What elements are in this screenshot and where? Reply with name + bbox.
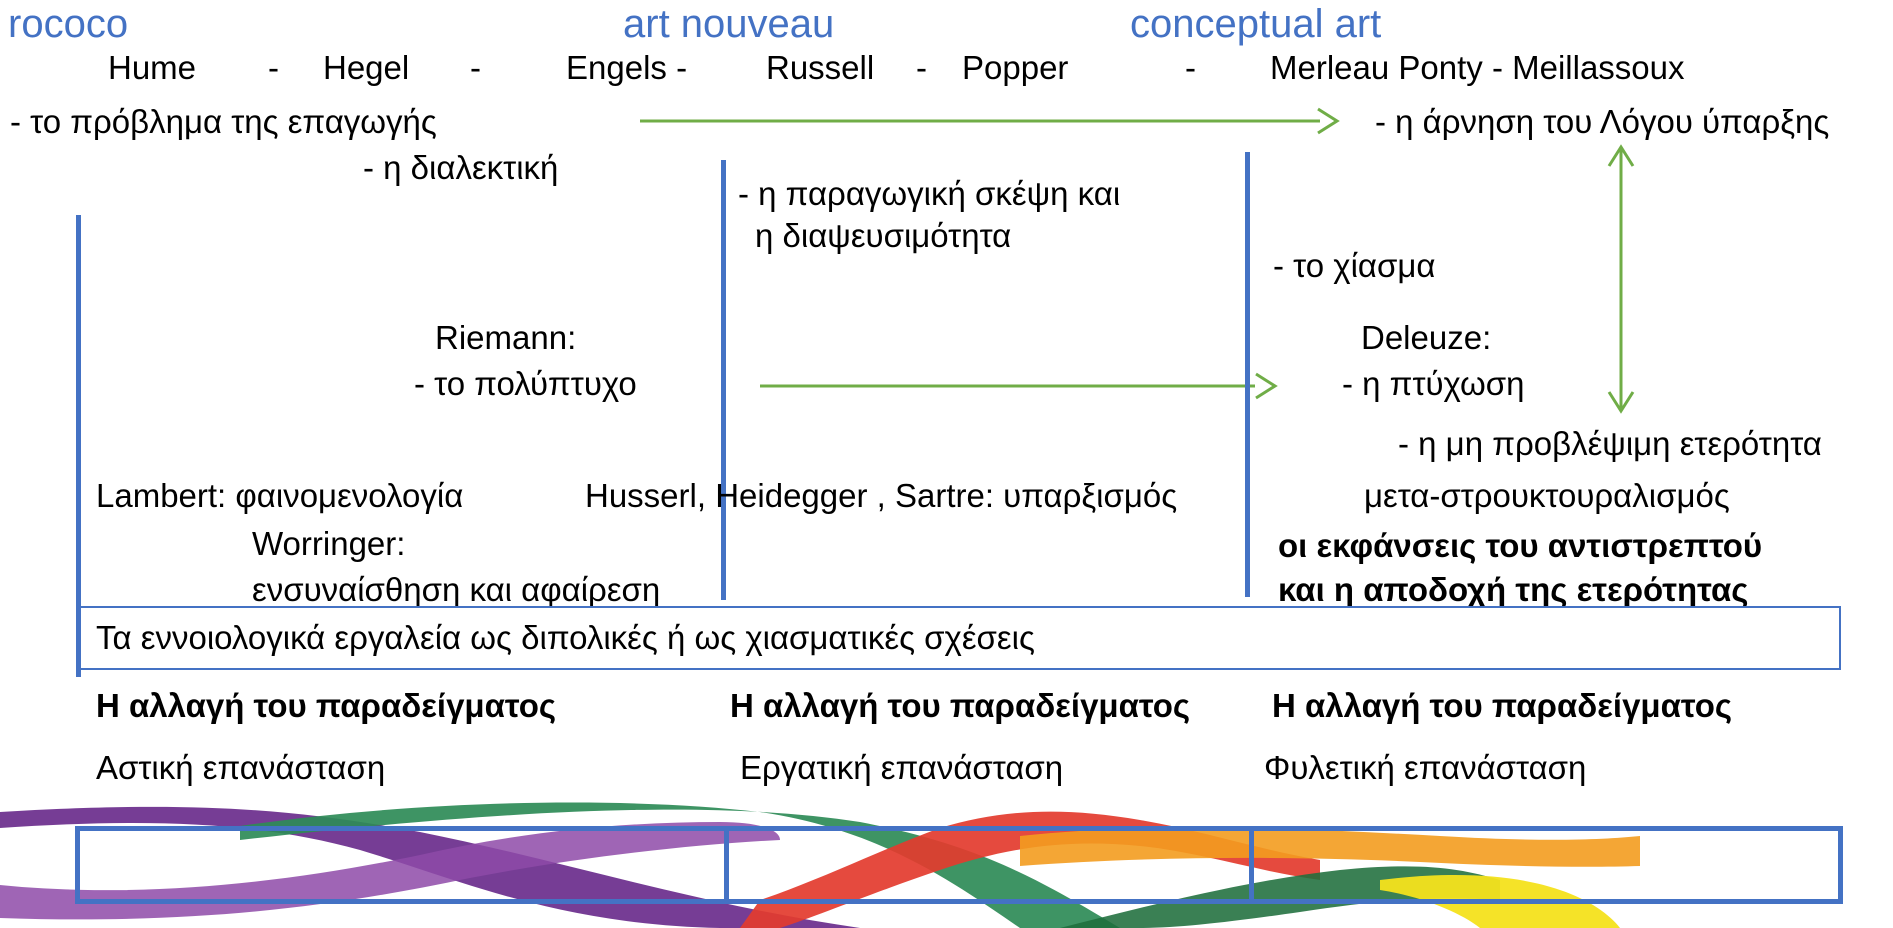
paradigm-shift-3: Η αλλαγή του παραδείγματος — [1272, 687, 1733, 724]
concept-fold: - η πτύχωση — [1342, 365, 1525, 402]
period-art-nouveau: art nouveau — [623, 2, 835, 46]
concept-deductive-line2: η διαψευσιμότητα — [755, 217, 1012, 254]
philosopher-engels: Engels - — [566, 49, 688, 86]
philosopher-hume: Hume — [108, 49, 197, 86]
revolution-workers: Εργατική επανάσταση — [740, 749, 1064, 786]
concept-deductive-line1: - η παραγωγική σκέψη και — [738, 175, 1121, 212]
band-section-3 — [1249, 826, 1843, 904]
paradigm-shift-1: Η αλλαγή του παραδείγματος — [96, 687, 557, 724]
tools-caption: Τα εννοιολογικά εργαλεία ως διπολικές ή … — [96, 619, 1035, 656]
concept-dialectic: - η διαλεκτική — [363, 149, 559, 186]
concept-post-structuralism: μετα-στρουκτουραλισμός — [1364, 477, 1730, 514]
concept-otherness: - η μη προβλέψιμη ετερότητα — [1398, 425, 1822, 462]
arrowhead-up — [1607, 144, 1635, 167]
band-section-1 — [75, 826, 729, 904]
concept-induction: - το πρόβλημα της επαγωγής — [10, 103, 437, 140]
concept-deleuze: Deleuze: — [1361, 319, 1492, 356]
period-rococo: rococo — [8, 2, 129, 46]
ribbon-green — [240, 802, 1120, 928]
revolution-bourgeois: Αστική επανάσταση — [96, 749, 386, 786]
tools-caption-box — [78, 606, 1841, 670]
philosopher-popper: Popper — [962, 49, 1069, 86]
philosopher-hegel: Hegel — [323, 49, 410, 86]
period-conceptual-art: conceptual art — [1130, 2, 1382, 46]
divider-middle — [721, 160, 726, 600]
philosopher-separator: - — [1185, 49, 1196, 86]
concept-reason-denial: - η άρνηση του Λόγου ύπαρξης — [1375, 103, 1830, 140]
divider-right — [1245, 152, 1250, 597]
philosopher-merleau-ponty-meillassoux: Merleau Ponty - Meillassoux — [1270, 49, 1685, 86]
concept-reversibility-line1: οι εκφάνσεις του αντιστρεπτού — [1278, 527, 1763, 564]
philosopher-separator: - — [470, 49, 481, 86]
revolution-gender: Φυλετική επανάσταση — [1264, 749, 1587, 786]
concept-reversibility-line2: και η αποδοχή της ετερότητας — [1278, 571, 1749, 608]
paradigm-shift-2: Η αλλαγή του παραδείγματος — [730, 687, 1191, 724]
concept-manifold: - το πολύπτυχο — [414, 365, 637, 402]
ribbon-violet — [0, 822, 780, 920]
band-section-2 — [724, 826, 1254, 904]
arrowhead-manifold — [1255, 372, 1278, 400]
ribbon-orange — [1020, 827, 1640, 867]
concept-worringer-concept: ενσυναίσθηση και αφαίρεση — [252, 571, 661, 608]
arrowhead-down — [1607, 391, 1635, 414]
concept-lambert: Lambert: φαινομενολογία — [96, 477, 464, 514]
philosopher-separator: - — [268, 49, 279, 86]
arrowhead-induction — [1317, 107, 1340, 135]
concept-existentialism: Husserl, Heidegger , Sartre: υπαρξισμός — [585, 477, 1178, 514]
divider-left — [76, 215, 81, 677]
philosopher-separator: - — [916, 49, 927, 86]
concept-riemann: Riemann: — [435, 319, 577, 356]
philosopher-russell: Russell — [766, 49, 875, 86]
concept-chiasm: - το χίασμα — [1273, 247, 1436, 284]
concept-worringer: Worringer: — [252, 525, 406, 562]
